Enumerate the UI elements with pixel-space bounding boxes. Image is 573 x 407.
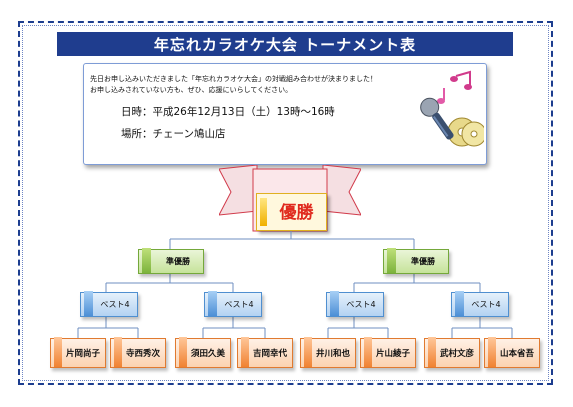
player-box-7: 武村文彦 <box>424 337 480 368</box>
player-box-4: 吉岡幸代 <box>237 337 293 368</box>
event-place: 場所：チェーン鳩山店 <box>121 128 226 140</box>
runner-up-label: 準優勝 <box>411 257 435 266</box>
player-box-3: 須田久美 <box>175 337 231 368</box>
best4-box-1: ベスト4 <box>80 291 138 317</box>
best4-box-2: ベスト4 <box>204 291 262 317</box>
player-name: 須田久美 <box>190 349 225 359</box>
player-box-5: 井川和也 <box>300 337 356 368</box>
player-name: 片岡尚子 <box>65 349 100 359</box>
runner-up-box-left: 準優勝 <box>138 248 204 274</box>
player-box-6: 片山綾子 <box>360 337 416 368</box>
info-line-1: 先日お申し込みいただきました「年忘れカラオケ大会」の対戦組み合わせが決まりました… <box>90 75 377 83</box>
dotted-border-frame <box>22 25 549 381</box>
best4-label: ベスト4 <box>471 300 501 309</box>
karaoke-microphone-cd-icon <box>420 70 484 147</box>
dashed-border-frame <box>18 21 553 385</box>
player-box-8: 山本省吾 <box>484 337 540 368</box>
event-date: 日時：平成26年12月13日（土）13時～16時 <box>121 106 335 118</box>
player-name: 吉岡幸代 <box>252 349 287 359</box>
player-name: 武村文彦 <box>439 349 474 359</box>
best4-label: ベスト4 <box>100 300 130 309</box>
player-name: 井川和也 <box>315 349 350 359</box>
info-box: 先日お申し込みいただきました「年忘れカラオケ大会」の対戦組み合わせが決まりました… <box>83 63 487 165</box>
player-name: 寺西秀次 <box>125 349 160 359</box>
player-name: 片山綾子 <box>375 349 410 359</box>
music-note-icon <box>437 70 472 104</box>
player-name: 山本省吾 <box>499 349 534 359</box>
player-box-2: 寺西秀次 <box>110 337 166 368</box>
page-title: 年忘れカラオケ大会 トーナメント表 <box>57 32 513 56</box>
winner-box: 優勝 <box>256 193 327 231</box>
runner-up-box-right: 準優勝 <box>383 248 449 274</box>
best4-label: ベスト4 <box>346 300 376 309</box>
best4-label: ベスト4 <box>224 300 254 309</box>
player-box-1: 片岡尚子 <box>50 337 106 368</box>
info-line-2: お申し込みされていない方も、ぜひ、応援にいらしてください。 <box>90 86 293 94</box>
winner-label: 優勝 <box>279 203 314 223</box>
runner-up-label: 準優勝 <box>166 257 190 266</box>
best4-box-4: ベスト4 <box>451 291 509 317</box>
best4-box-3: ベスト4 <box>326 291 384 317</box>
